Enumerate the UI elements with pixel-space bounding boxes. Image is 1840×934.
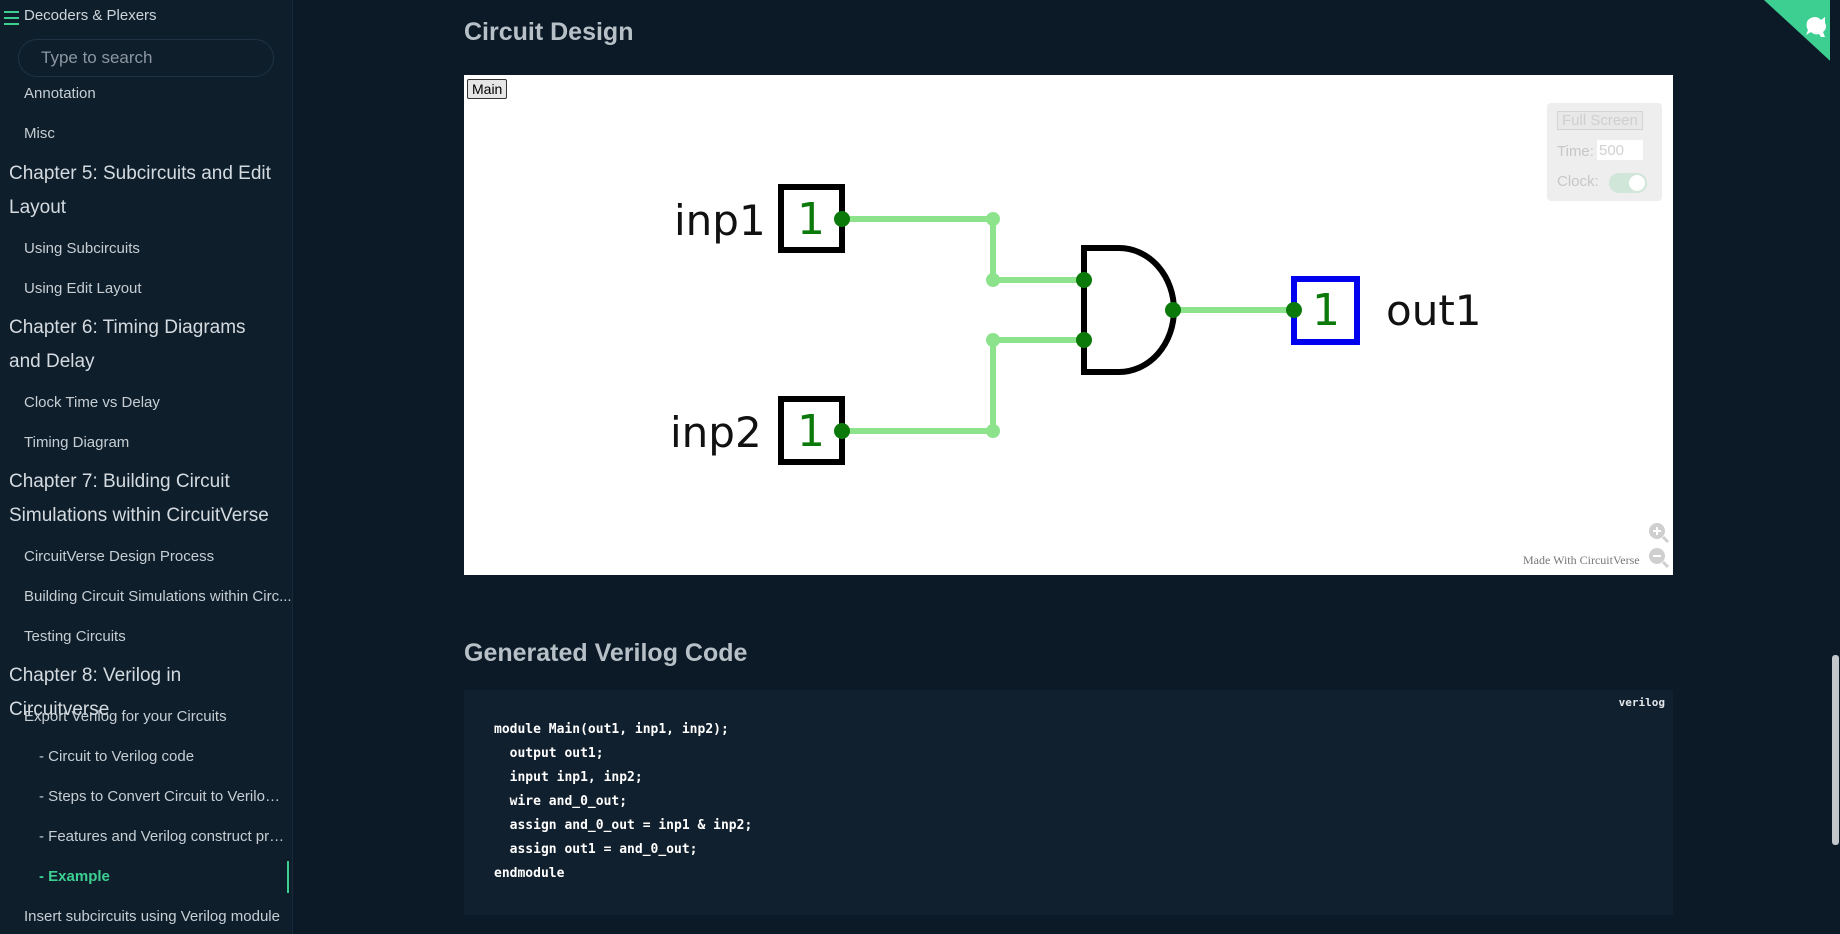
verilog-code-heading: Generated Verilog Code [464,639,748,667]
and-gate[interactable] [1076,245,1181,375]
sidebar-item-clock-time-vs-delay[interactable]: Clock Time vs Delay [24,394,160,411]
input-value: 1 [797,194,825,245]
sidebar-item-example[interactable]: - Example [39,868,110,885]
simulation-controls: Full Screen Time: Clock: [1547,103,1662,201]
wire-node [986,424,1000,438]
output-label: out1 [1386,286,1482,335]
code-language-tag: verilog [1618,696,1665,709]
zoom-in-icon[interactable] [1647,521,1669,543]
code-line: input inp1, inp2; [494,770,643,785]
circuit-simulator-frame[interactable]: Main inp1 1 inp2 1 [464,75,1673,575]
main-circuit-tab[interactable]: Main [467,79,508,99]
input-value: 1 [797,406,825,457]
wire-inp1 [839,216,1087,283]
code-line: assign and_0_out = inp1 & inp2; [494,818,753,833]
clock-label: Clock: [1557,173,1599,190]
full-screen-button[interactable]: Full Screen [1557,111,1643,130]
clock-toggle[interactable] [1609,173,1647,193]
output-node [834,423,850,439]
gate-input-node [1076,332,1092,348]
sidebar: Decoders & Plexers Annotation Misc Chapt… [0,0,293,934]
time-label: Time: [1557,143,1594,160]
sidebar-item-export-verilog[interactable]: Export Verilog for your Circuits [24,708,227,725]
verilog-code-block: verilog module Main(out1, inp1, inp2); o… [464,690,1673,915]
sidebar-item-testing-circuits[interactable]: Testing Circuits [24,628,126,645]
zoom-out-icon[interactable] [1647,546,1669,568]
sidebar-item-misc[interactable]: Misc [24,125,55,142]
scrollbar-thumb[interactable] [1832,655,1839,845]
sidebar-item-using-edit-layout[interactable]: Using Edit Layout [24,280,142,297]
sidebar-item-building-simulations[interactable]: Building Circuit Simulations within Circ… [24,588,292,605]
gate-input-node [1076,272,1092,288]
input-node [1286,302,1302,318]
sidebar-chapter-6[interactable]: Chapter 6: Timing Diagrams and Delay [9,317,246,372]
output-value: 1 [1312,285,1340,336]
circuit-canvas[interactable]: inp1 1 inp2 1 1 out1 [464,75,1673,575]
input-label: inp1 [674,196,766,245]
sidebar-item-steps-to-convert[interactable]: - Steps to Convert Circuit to Verilog ..… [39,788,286,805]
sidebar-item-features-verilog[interactable]: - Features and Verilog construct pro... [39,828,286,845]
sidebar-chapter-8[interactable]: Chapter 8: Verilog in Circuitverse [9,665,182,720]
sidebar-item-circuit-to-verilog[interactable]: - Circuit to Verilog code [39,748,195,765]
sidebar-item-insert-subcircuits[interactable]: Insert subcircuits using Verilog module [24,908,280,925]
code-line: endmodule [494,866,565,881]
output-box [1291,276,1360,345]
input-label: inp2 [670,408,762,457]
sidebar-item-decoders-plexers[interactable]: Decoders & Plexers [24,7,157,24]
page-scrollbar[interactable] [1830,0,1840,934]
code-content: module Main(out1, inp1, inp2); output ou… [494,718,752,886]
menu-icon[interactable] [4,11,19,25]
output-node [834,211,850,227]
gate-output-node [1165,302,1181,318]
wire-nodes [986,212,1000,438]
output-out1[interactable]: 1 out1 [1286,276,1482,345]
input-inp2[interactable]: inp2 1 [670,396,850,465]
sidebar-item-annotation[interactable]: Annotation [24,85,96,102]
wire-inp2 [839,337,1087,434]
input-box [778,184,845,253]
input-inp1[interactable]: inp1 1 [674,184,850,253]
search-input[interactable] [18,39,274,77]
wire-node [986,212,1000,226]
wire-node [986,273,1000,287]
sidebar-chapter-7[interactable]: Chapter 7: Building Circuit Simulations … [9,471,269,526]
wires [839,216,1297,434]
wire-node [986,333,1000,347]
active-item-indicator [287,861,289,893]
code-line: wire and_0_out; [494,794,628,809]
sidebar-item-using-subcircuits[interactable]: Using Subcircuits [24,240,140,257]
code-line: module Main(out1, inp1, inp2); [494,722,729,737]
made-with-circuitverse[interactable]: Made With CircuitVerse [1523,553,1640,567]
circuit-design-heading: Circuit Design [464,18,634,46]
code-line: assign out1 = and_0_out; [494,842,698,857]
sidebar-item-timing-diagram[interactable]: Timing Diagram [24,434,130,451]
time-input[interactable] [1597,140,1643,160]
sidebar-chapter-5[interactable]: Chapter 5: Subcircuits and Edit Layout [9,163,271,218]
github-corner-icon[interactable] [1760,0,1840,70]
sidebar-item-design-process[interactable]: CircuitVerse Design Process [24,548,215,565]
code-line: output out1; [494,746,604,761]
